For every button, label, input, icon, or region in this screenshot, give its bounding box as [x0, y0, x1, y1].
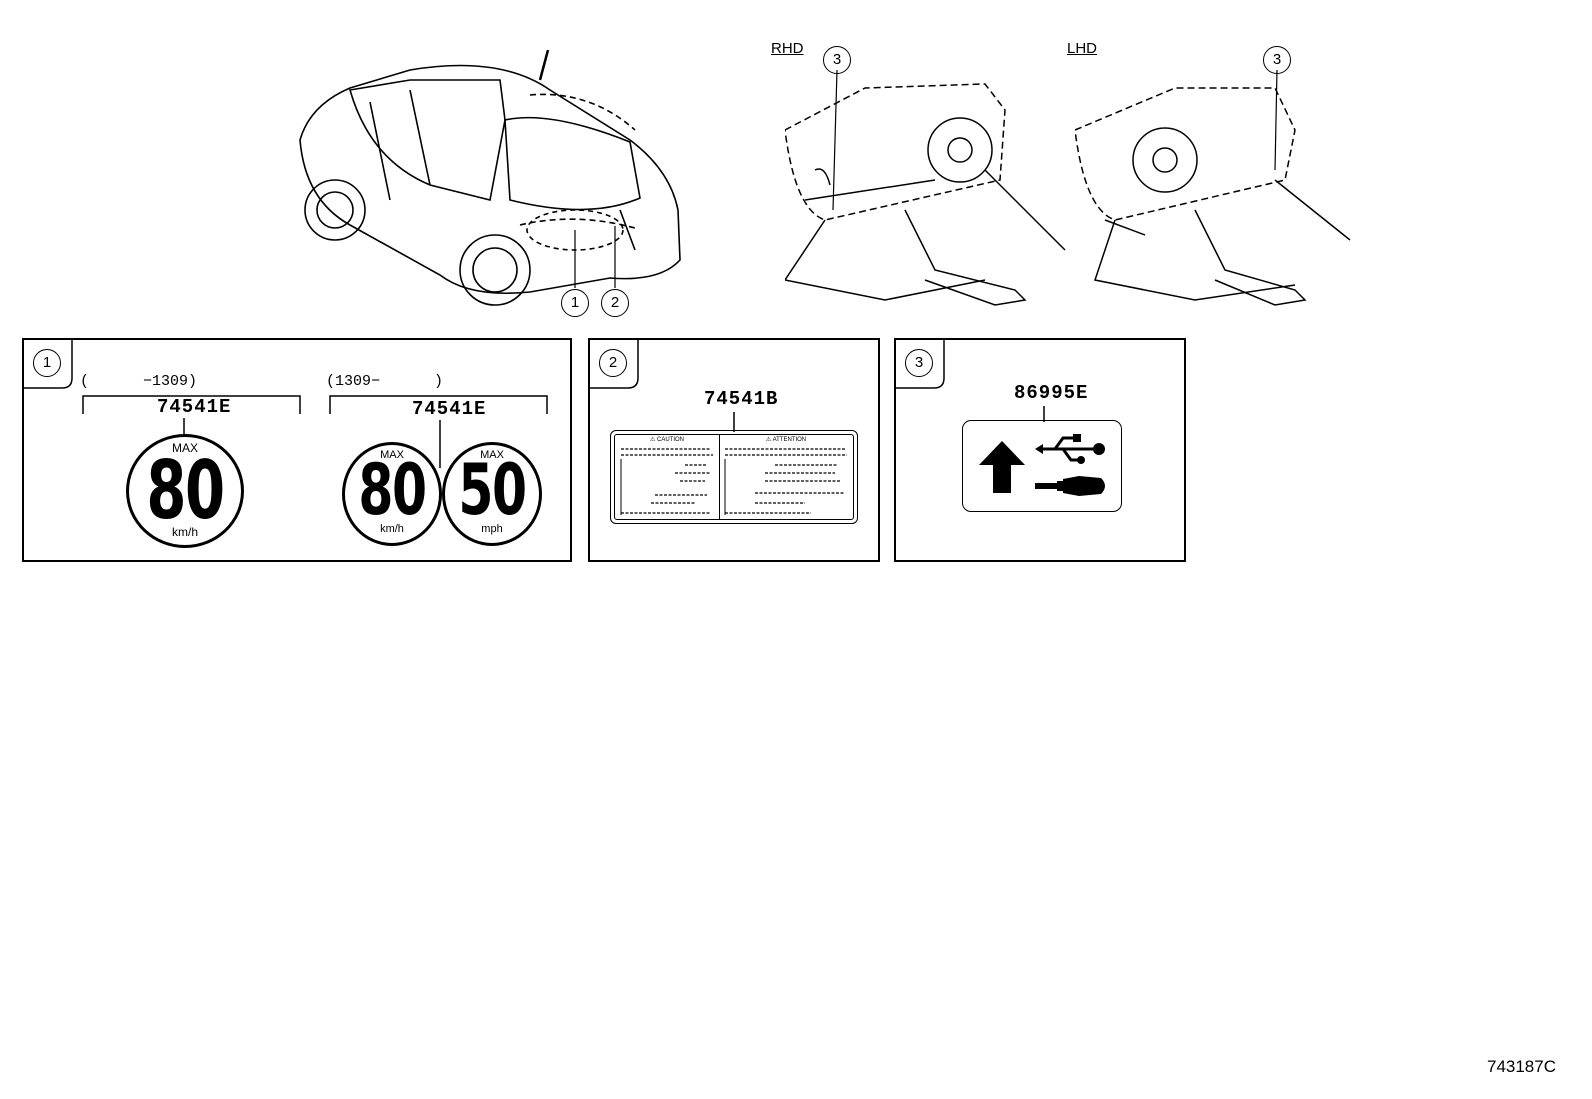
- sign-max-label: MAX: [171, 441, 198, 455]
- caution-label-sticker: ⚠ CAUTION ⚠ ATTENTION: [610, 430, 858, 524]
- up-arrow-icon: [979, 441, 1025, 493]
- right-bracket: [329, 395, 548, 414]
- callout-1: 1: [561, 289, 589, 317]
- sign-value: 80: [146, 444, 225, 537]
- vehicle-rear-view-illustration: [299, 50, 681, 306]
- panel-2-corner: [590, 340, 639, 389]
- sign-max-label: MAX: [480, 449, 504, 461]
- left-range: ( −1309): [80, 373, 198, 390]
- sign-value: 50: [458, 449, 527, 531]
- panel-2-leader: [733, 412, 735, 432]
- panel-2: 2 74541B ⚠ CAUTION ⚠ ATTENTION: [588, 338, 880, 562]
- sign-unit: km/h: [380, 523, 404, 535]
- right-range: (1309− ): [326, 373, 444, 390]
- left-bracket: [82, 395, 301, 414]
- left-part-code: 74541E: [157, 396, 232, 418]
- label-right-title: ⚠ ATTENTION: [765, 437, 807, 443]
- caution-label-inner: ⚠ CAUTION ⚠ ATTENTION: [614, 434, 854, 520]
- callout-2: 2: [601, 289, 629, 317]
- panel-3-corner: [896, 340, 945, 389]
- panel-3-leader: [1043, 406, 1045, 422]
- sign-unit: km/h: [171, 525, 198, 539]
- panel-1-ref: 1: [33, 349, 61, 377]
- label-text-lines: [620, 448, 847, 515]
- part-code-74541b: 74541B: [704, 388, 779, 410]
- aux-jack-icon: [1035, 476, 1105, 496]
- speed-sign-50-mph: MAX 50 mph: [442, 442, 542, 546]
- label-left-title: ⚠ CAUTION: [649, 437, 685, 443]
- label-divider: [719, 435, 720, 519]
- callout-3-lhd: 3: [1263, 46, 1291, 74]
- lhd-dashboard-illustration: [1075, 70, 1351, 306]
- panel-1: 1 ( −1309) 74541E MAX 80 km/h (1309− ) 7…: [22, 338, 572, 562]
- right-part-code: 74541E: [412, 398, 487, 420]
- right-leader: [439, 420, 441, 468]
- speed-sign-80-kmh-dual: MAX 80 km/h: [342, 442, 442, 546]
- panel-3-ref: 3: [905, 349, 933, 377]
- usb-icon: [1035, 434, 1105, 464]
- panel-1-corner: [24, 340, 73, 389]
- panel-2-ref: 2: [599, 349, 627, 377]
- sign-value: 80: [358, 449, 427, 531]
- lhd-label: LHD: [1067, 40, 1098, 57]
- sign-max-label: MAX: [380, 449, 404, 461]
- speed-sign-80-kmh: MAX 80 km/h: [126, 434, 244, 548]
- panel-3: 3 86995E: [894, 338, 1186, 562]
- sign-unit: mph: [481, 523, 503, 535]
- diagram-id: 743187C: [1486, 1057, 1556, 1076]
- rhd-label: RHD: [771, 40, 804, 57]
- callout-3-rhd: 3: [823, 46, 851, 74]
- rhd-dashboard-illustration: [785, 70, 1066, 306]
- usb-aux-label-sticker: [962, 420, 1122, 512]
- part-code-86995e: 86995E: [1014, 382, 1089, 404]
